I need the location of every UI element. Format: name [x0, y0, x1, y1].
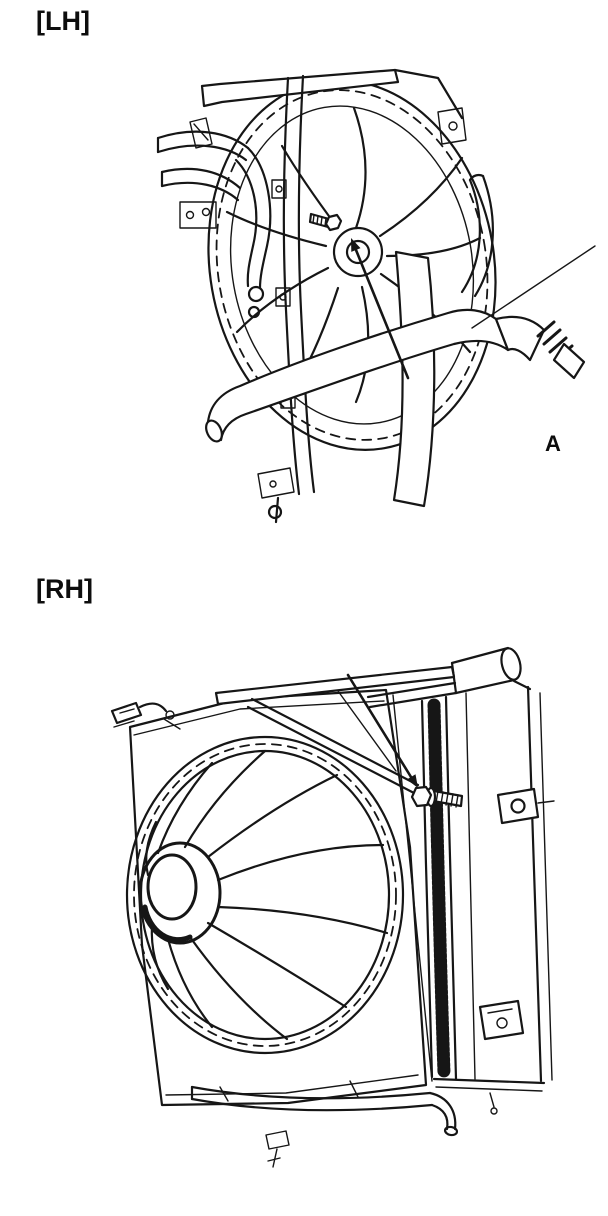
rh-radiator-brackets	[478, 787, 555, 1041]
rh-fan-blades	[145, 749, 389, 1041]
lh-fan-assembly-drawing	[156, 68, 596, 524]
rh-fan-assembly-drawing	[110, 646, 555, 1168]
rh-reservoir-hoses	[110, 701, 181, 730]
lh-hose-fitting	[471, 245, 596, 380]
rh-callout-arrow	[346, 673, 418, 788]
lh-fan-assembly-illustration: A	[140, 60, 605, 530]
rh-lower-hose	[190, 1085, 459, 1168]
lh-mounting-bolt-a	[308, 212, 343, 232]
lh-right-hose	[460, 173, 494, 298]
rh-shroud-frame	[128, 665, 456, 1107]
lh-callout-arrow	[351, 238, 410, 380]
figure-label-rh: [RH]	[36, 574, 93, 604]
rh-fan-hub	[138, 841, 222, 945]
lh-strap	[392, 250, 436, 508]
rh-radiator	[366, 646, 553, 1115]
lh-bottom-bracket	[257, 467, 295, 524]
figure-label-lh: [LH]	[36, 6, 90, 36]
rh-mounting-bolt-a	[410, 785, 464, 808]
rh-fan-assembly-illustration: A	[100, 635, 600, 1195]
lh-upper-hoses	[156, 117, 272, 319]
lh-lower-hose	[205, 308, 546, 443]
callout-a-lh: A	[545, 431, 561, 456]
